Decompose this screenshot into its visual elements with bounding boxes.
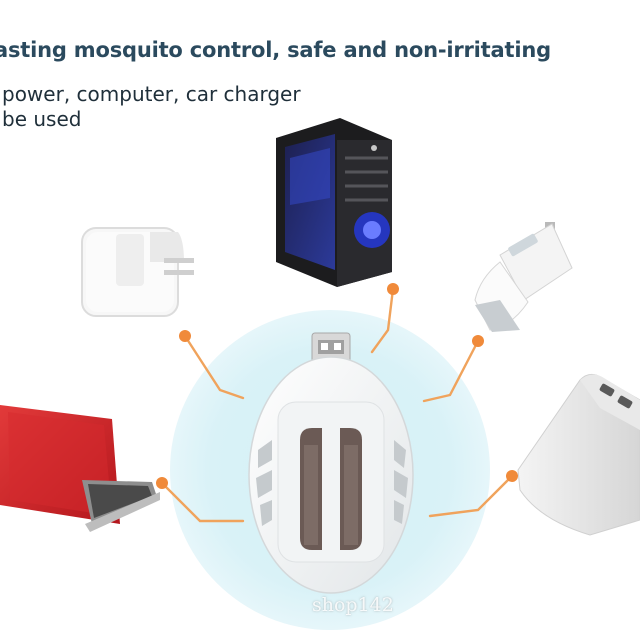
desktop-computer-icon <box>276 118 392 287</box>
subtitle-line-2: be used <box>2 107 82 131</box>
car-charger-icon <box>474 222 573 332</box>
laptop-icon <box>0 405 160 532</box>
watermark: shop142 <box>312 594 394 616</box>
subtitle-line-1: power, computer, car charger <box>2 82 301 106</box>
headline: asting mosquito control, safe and non-ir… <box>0 38 551 62</box>
power-bank-icon <box>517 374 640 536</box>
connector-dots <box>156 283 518 489</box>
mosquito-repeller-icon <box>248 332 414 594</box>
connector-lines <box>160 287 514 523</box>
wall-adapter-icon <box>81 227 194 317</box>
